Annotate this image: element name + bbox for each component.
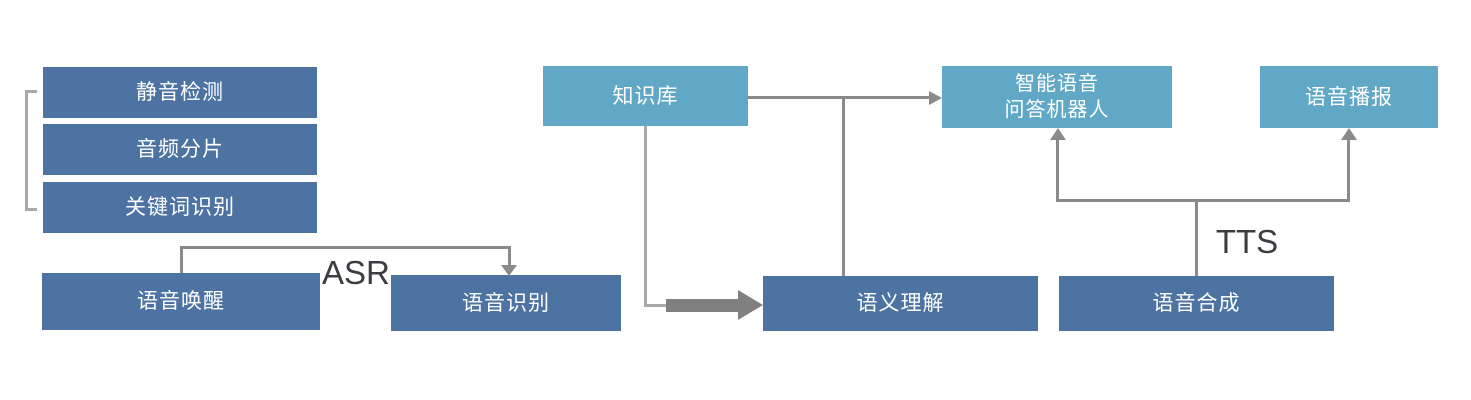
- node-audio-slicing: 音频分片: [43, 124, 317, 175]
- node-silence-detection-label: 静音检测: [136, 81, 224, 104]
- node-semantic-understanding: 语义理解: [763, 276, 1038, 331]
- node-voice-broadcast: 语音播报: [1260, 66, 1438, 128]
- edge-branch-semantic-vertical: [842, 97, 845, 276]
- node-speech-recognition-label: 语音识别: [462, 291, 550, 315]
- edge-tts-horizontal: [1056, 199, 1350, 202]
- arrowhead-down-icon: [501, 265, 517, 276]
- edge-asr-riser: [180, 246, 183, 273]
- arrowhead-up-right-icon: [1341, 128, 1357, 140]
- node-keyword-spotting-label: 关键词识别: [125, 196, 235, 219]
- node-qa-robot-label-line1: 智能语音: [1015, 73, 1099, 95]
- node-voice-broadcast-label: 语音播报: [1305, 85, 1393, 109]
- tts-label: TTS: [1215, 223, 1279, 260]
- node-voice-wakeup: 语音唤醒: [42, 273, 320, 330]
- thick-arrow-shaft: [666, 299, 738, 312]
- edge-tts-left-arm: [1056, 140, 1059, 202]
- edge-asr-dropper: [508, 246, 511, 266]
- asr-label: ASR: [322, 254, 390, 291]
- node-knowledge-base-label: 知识库: [612, 84, 679, 108]
- bracket-bottom-stub: [25, 208, 37, 211]
- arrowhead-up-left-icon: [1050, 128, 1066, 140]
- bracket-vertical-line: [25, 90, 28, 211]
- arrowhead-right-icon: [929, 91, 942, 105]
- node-keyword-spotting: 关键词识别: [43, 182, 317, 233]
- edge-kb-robot-horizontal: [748, 96, 929, 99]
- node-voice-wakeup-label: 语音唤醒: [137, 290, 225, 313]
- node-silence-detection: 静音检测: [43, 67, 317, 118]
- edge-tts-trunk: [1195, 199, 1198, 276]
- node-qa-robot: 智能语音 问答机器人: [942, 66, 1172, 128]
- node-semantic-understanding-label: 语义理解: [856, 292, 945, 315]
- node-audio-slicing-label: 音频分片: [136, 138, 224, 161]
- edge-kb-semantic-vertical: [644, 126, 647, 307]
- node-knowledge-base: 知识库: [543, 66, 748, 126]
- node-qa-robot-label-line2: 问答机器人: [1004, 99, 1110, 121]
- node-speech-synthesis: 语音合成: [1059, 276, 1334, 331]
- edge-tts-right-arm: [1347, 140, 1350, 202]
- node-speech-recognition: 语音识别: [391, 275, 621, 331]
- edge-asr-horizontal: [180, 246, 511, 249]
- bracket-top-stub: [25, 90, 37, 93]
- node-speech-synthesis-label: 语音合成: [1152, 292, 1241, 315]
- thick-arrowhead-right-icon: [738, 290, 763, 320]
- edge-kb-semantic-jog: [644, 304, 668, 307]
